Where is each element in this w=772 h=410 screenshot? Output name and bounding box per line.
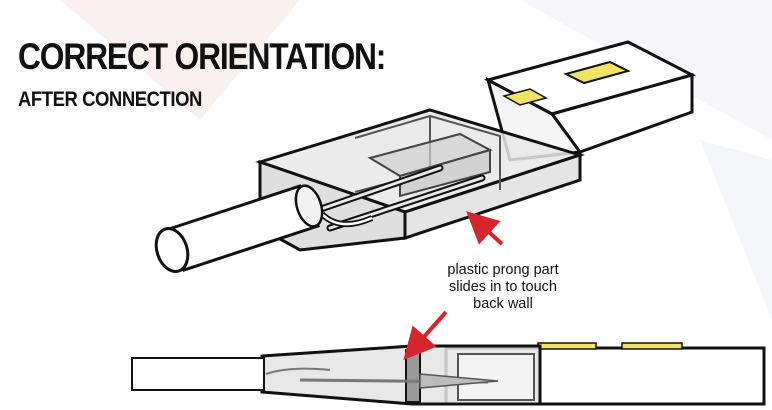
connector-side-view <box>131 310 766 406</box>
contact-pad <box>502 88 548 106</box>
wire-side <box>131 357 265 391</box>
pointer-arrow <box>466 211 504 246</box>
contact-pad <box>621 342 683 350</box>
connector-3d-view <box>154 40 697 273</box>
wire-cable <box>154 184 324 273</box>
contact-pad <box>537 342 597 350</box>
page-subtitle: AFTER CONNECTION <box>18 88 202 111</box>
pointer-arrow <box>403 310 448 360</box>
annotation-line: slides in to touch <box>448 279 557 295</box>
contact-pad <box>563 60 631 85</box>
plastic-prong <box>405 349 421 403</box>
prong-pins <box>314 164 486 232</box>
annotation-line: plastic prong part <box>447 262 559 278</box>
annotation-line: back wall <box>473 296 533 312</box>
prong-annotation: plastic prong part slides in to touch ba… <box>428 262 578 313</box>
page-title: CORRECT ORIENTATION: <box>18 36 386 77</box>
